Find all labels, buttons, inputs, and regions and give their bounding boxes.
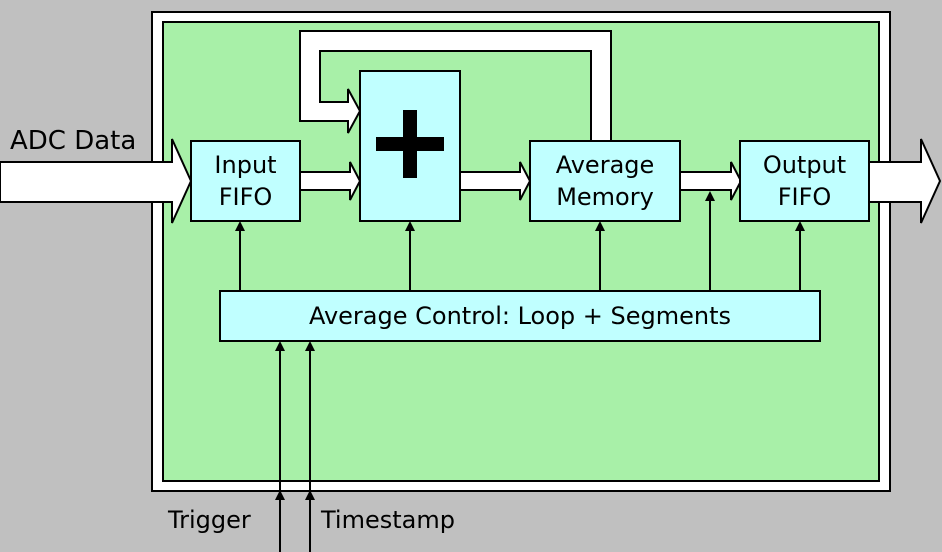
timestamp-label: Timestamp bbox=[321, 506, 455, 534]
adc-input-arrow bbox=[0, 138, 193, 224]
feedback-loop-arrow bbox=[299, 30, 612, 142]
control-arrows bbox=[235, 191, 805, 291]
trigger-label: Trigger bbox=[168, 506, 251, 534]
adc-data-label: ADC Data bbox=[10, 126, 137, 156]
output-fifo-label: Output FIFO bbox=[740, 141, 869, 221]
average-memory-block bbox=[529, 140, 681, 222]
output-arrow bbox=[868, 138, 942, 224]
input-fifo-line2: FIFO bbox=[218, 183, 273, 211]
average-control-block bbox=[219, 290, 821, 342]
panel bbox=[162, 21, 880, 482]
average-memory-line1: Average bbox=[555, 151, 655, 179]
output-fifo-block bbox=[739, 140, 870, 222]
timestamp-line bbox=[305, 341, 315, 552]
input-fifo-label: Input FIFO bbox=[191, 141, 300, 221]
output-fifo-line2: FIFO bbox=[777, 183, 832, 211]
adder-to-memory-arrow bbox=[459, 161, 532, 201]
output-fifo-line1: Output bbox=[762, 151, 847, 179]
memory-to-output-arrow bbox=[679, 161, 743, 201]
average-memory-label: Average Memory bbox=[530, 141, 680, 221]
plus-symbol bbox=[376, 110, 444, 178]
average-memory-line2: Memory bbox=[556, 183, 654, 211]
input-fifo-line1: Input bbox=[214, 151, 277, 179]
input-fifo-block bbox=[190, 140, 301, 222]
trigger-line bbox=[275, 341, 285, 552]
average-control-label: Average Control: Loop + Segments bbox=[308, 302, 732, 330]
fifo-to-adder-arrow bbox=[299, 161, 362, 201]
